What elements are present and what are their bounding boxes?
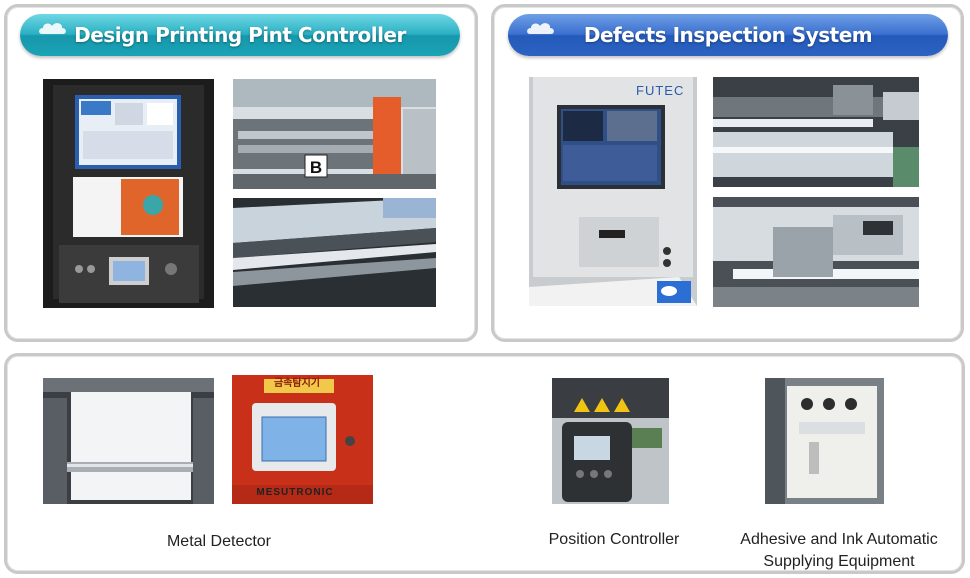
metal-detector-sign-label: 금속탐지기 — [274, 378, 320, 389]
printing-controller-title-bar: Design Printing Pint Controller — [20, 14, 460, 56]
inspection-terminal-photo — [529, 77, 697, 306]
futec-brand-label: FUTEC — [636, 83, 685, 98]
printing-machine-photo — [233, 79, 436, 189]
printing-controller-title: Design Printing Pint Controller — [74, 23, 406, 47]
position-controller-photo — [552, 378, 669, 504]
metal-detector-caption: Metal Detector — [166, 533, 272, 550]
defects-inspection-title-bar: Defects Inspection System — [508, 14, 948, 56]
cloud-icon — [527, 23, 554, 34]
adhesive-supply-photo — [765, 378, 884, 504]
inspection-sensor-photo — [713, 197, 919, 307]
printing-controller-console-photo — [43, 79, 214, 308]
metal-detector-unit-photo — [232, 375, 373, 504]
cloud-icon — [39, 23, 66, 34]
position-controller-caption: Position Controller — [548, 531, 680, 548]
printing-rollers-photo — [233, 198, 436, 307]
metal-detector-rollers-photo — [43, 378, 214, 504]
mesutronic-brand-label: MESUTRONIC — [256, 487, 334, 498]
defects-inspection-title: Defects Inspection System — [583, 23, 873, 47]
inspection-camera-photo — [713, 77, 919, 187]
adhesive-supply-caption: Adhesive and Ink Automatic Supplying Equ… — [740, 531, 938, 570]
machine-letter-label: B — [309, 158, 323, 177]
